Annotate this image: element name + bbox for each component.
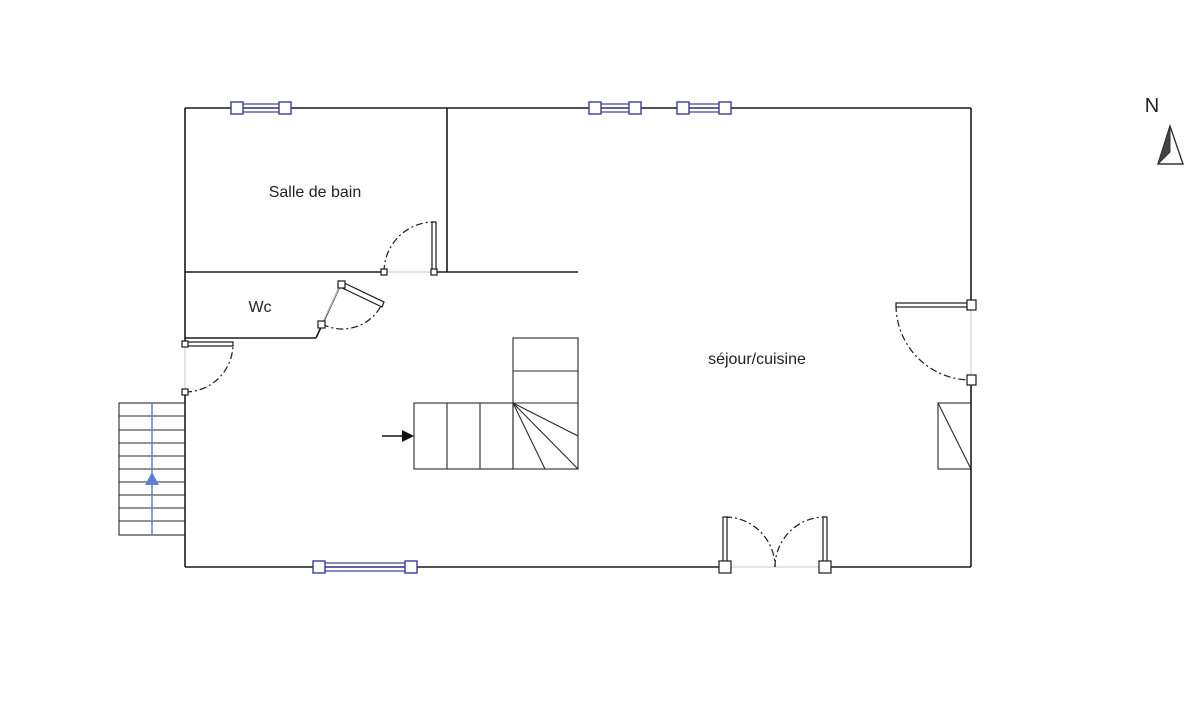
windows <box>230 101 732 574</box>
door-west-entry <box>181 340 234 396</box>
north-compass: N <box>1145 95 1184 165</box>
room-label-living: séjour/cuisine <box>708 351 806 368</box>
window-bathroom <box>230 101 292 115</box>
door-bathroom <box>380 221 438 276</box>
door-east <box>895 299 977 386</box>
north-label: N <box>1145 95 1159 117</box>
stair-direction-arrowhead <box>145 472 159 485</box>
window-north-1 <box>588 101 642 115</box>
door-south-double <box>718 516 832 574</box>
exterior-stairs <box>118 402 186 536</box>
stair-entry-arrowhead <box>402 430 414 442</box>
north-arrow-shade <box>1157 125 1171 165</box>
duct-box <box>937 402 972 470</box>
room-label-wc: Wc <box>248 299 271 316</box>
room-label-bathroom: Salle de bain <box>269 184 362 201</box>
doors <box>181 221 977 574</box>
interior-staircase <box>382 337 579 470</box>
window-north-2 <box>676 101 732 115</box>
door-wc <box>317 280 385 330</box>
window-south <box>312 560 418 574</box>
